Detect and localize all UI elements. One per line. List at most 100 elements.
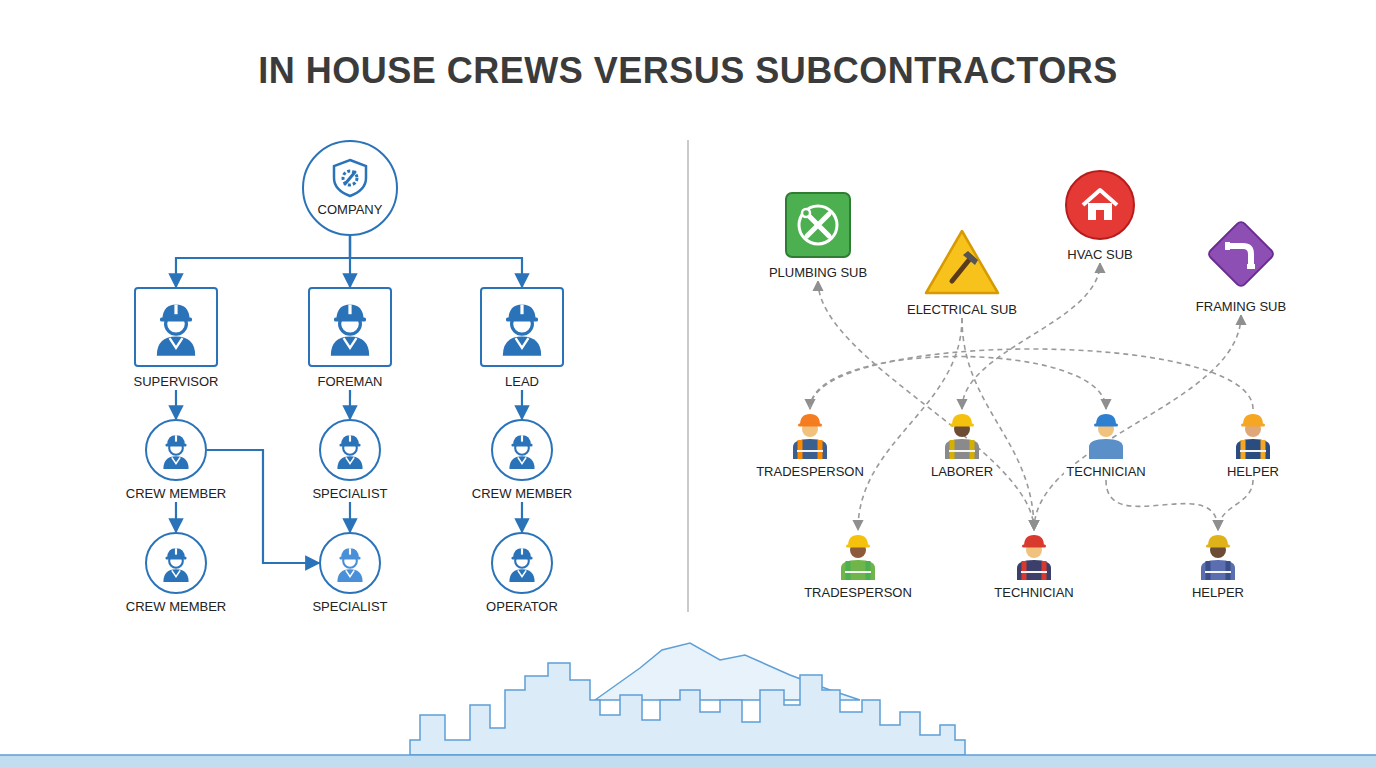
subcontract-link bbox=[810, 349, 1253, 409]
worker-icon bbox=[501, 429, 543, 471]
worker-icon bbox=[155, 429, 197, 471]
reporting-arrow bbox=[176, 236, 350, 287]
org-node: SPECIALIST bbox=[310, 532, 389, 615]
node-label: TRADESPERSON bbox=[754, 464, 866, 480]
org-node: FRAMING SUB bbox=[1194, 214, 1288, 315]
reporting-arrow bbox=[521, 390, 523, 419]
reporting-arrow bbox=[207, 450, 319, 563]
diagram-title: IN HOUSE CREWS VERSUS SUBCONTRACTORS bbox=[0, 50, 1376, 92]
node-label: COMPANY bbox=[316, 202, 385, 218]
org-node: CREW MEMBER bbox=[124, 419, 228, 502]
reporting-arrow bbox=[175, 502, 177, 532]
crew-circle bbox=[145, 419, 207, 481]
worker-icon bbox=[155, 542, 197, 584]
node-label: TECHNICIAN bbox=[992, 585, 1075, 601]
worker-figure bbox=[787, 409, 833, 459]
worker-figure bbox=[1230, 409, 1276, 459]
node-label: OPERATOR bbox=[484, 599, 560, 615]
reporting-arrow bbox=[349, 502, 351, 532]
worker-figure bbox=[835, 530, 881, 580]
org-node: LEAD bbox=[480, 287, 564, 390]
node-label: CREW MEMBER bbox=[124, 599, 228, 615]
framing-icon bbox=[1201, 214, 1281, 294]
org-node: PLUMBING SUB bbox=[767, 190, 869, 281]
org-node: FOREMAN bbox=[308, 287, 392, 390]
node-label: SUPERVISOR bbox=[131, 374, 220, 390]
node-label: SPECIALIST bbox=[310, 599, 389, 615]
crew-circle bbox=[491, 419, 553, 481]
crew-circle bbox=[319, 419, 381, 481]
plumbing-icon bbox=[783, 190, 853, 260]
electrical-icon bbox=[922, 227, 1002, 297]
subcontractor-icon bbox=[1063, 168, 1137, 242]
worker-figure bbox=[835, 530, 881, 580]
node-label: SPECIALIST bbox=[310, 486, 389, 502]
org-node: COMPANY bbox=[302, 140, 398, 236]
worker-icon bbox=[316, 295, 384, 359]
node-label: LEAD bbox=[503, 374, 541, 390]
org-node: SPECIALIST bbox=[310, 419, 389, 502]
node-label: PLUMBING SUB bbox=[767, 265, 869, 281]
worker-figure bbox=[1083, 409, 1129, 459]
org-node: TECHNICIAN bbox=[1064, 409, 1147, 480]
crew-circle bbox=[145, 532, 207, 594]
node-label: TECHNICIAN bbox=[1064, 464, 1147, 480]
crew-circle bbox=[491, 532, 553, 594]
org-node: HELPER bbox=[1190, 530, 1246, 601]
subcontract-link bbox=[818, 281, 1034, 530]
role-box bbox=[480, 287, 564, 367]
city-skyline bbox=[410, 643, 965, 755]
subcontract-link bbox=[1218, 480, 1253, 530]
worker-figure bbox=[939, 409, 985, 459]
worker-icon bbox=[142, 295, 210, 359]
org-node: TRADESPERSON bbox=[802, 530, 914, 601]
role-box bbox=[134, 287, 218, 367]
subcontractor-icon bbox=[783, 190, 853, 260]
worker-icon bbox=[329, 542, 371, 584]
hvac-icon bbox=[1063, 168, 1137, 242]
ground-line bbox=[0, 754, 1376, 756]
worker-figure bbox=[1011, 530, 1057, 580]
org-node: TRADESPERSON bbox=[754, 409, 866, 480]
org-node: SUPERVISOR bbox=[131, 287, 220, 390]
node-label: ELECTRICAL SUB bbox=[905, 302, 1019, 318]
org-node: HVAC SUB bbox=[1063, 168, 1137, 263]
org-node: CREW MEMBER bbox=[470, 419, 574, 502]
subcontract-link bbox=[1034, 315, 1241, 530]
node-label: LABORER bbox=[929, 464, 995, 480]
subcontractor-icon bbox=[1201, 214, 1281, 294]
node-label: FOREMAN bbox=[316, 374, 385, 390]
node-label: HVAC SUB bbox=[1065, 247, 1135, 263]
org-node: ELECTRICAL SUB bbox=[905, 227, 1019, 318]
company-shield-icon bbox=[331, 158, 369, 198]
org-node: HELPER bbox=[1225, 409, 1281, 480]
node-label: HELPER bbox=[1190, 585, 1246, 601]
crew-circle bbox=[319, 532, 381, 594]
worker-figure bbox=[939, 409, 985, 459]
worker-figure bbox=[1195, 530, 1241, 580]
worker-figure bbox=[1230, 409, 1276, 459]
subcontract-link bbox=[1106, 480, 1218, 530]
node-label: FRAMING SUB bbox=[1194, 299, 1288, 315]
node-label: CREW MEMBER bbox=[470, 486, 574, 502]
worker-icon bbox=[329, 429, 371, 471]
subcontract-link bbox=[858, 318, 962, 530]
org-node: LABORER bbox=[929, 409, 995, 480]
divider-line bbox=[687, 140, 689, 612]
reporting-arrow bbox=[175, 390, 177, 419]
reporting-arrow bbox=[521, 502, 523, 532]
worker-figure bbox=[1083, 409, 1129, 459]
org-node: CREW MEMBER bbox=[124, 532, 228, 615]
org-node: TECHNICIAN bbox=[992, 530, 1075, 601]
role-box bbox=[308, 287, 392, 367]
ground-band bbox=[0, 755, 1376, 768]
subcontract-link bbox=[810, 357, 1106, 410]
reporting-arrow bbox=[349, 390, 351, 419]
worker-icon bbox=[501, 542, 543, 584]
subcontractor-icon bbox=[922, 227, 1002, 297]
reporting-arrow bbox=[350, 236, 522, 287]
worker-icon bbox=[488, 295, 556, 359]
worker-figure bbox=[1011, 530, 1057, 580]
company-circle: COMPANY bbox=[302, 140, 398, 236]
